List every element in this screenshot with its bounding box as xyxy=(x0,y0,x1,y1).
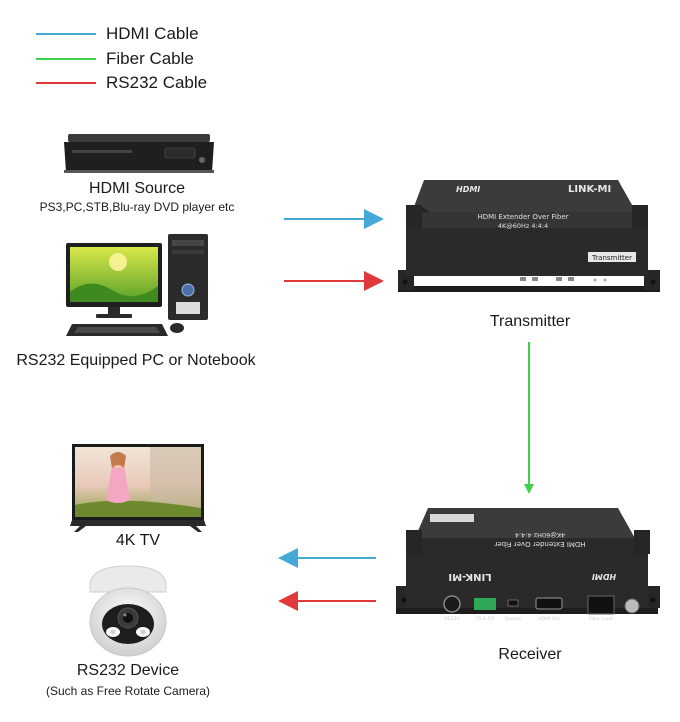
rs232-terminal-port xyxy=(474,598,496,610)
hdmi-source-label: HDMI Source PS3,PC,STB,Blu-ray DVD playe… xyxy=(12,180,262,214)
dc-power-port xyxy=(443,595,461,613)
receiver-product: HDMI Extender Over Fiber xyxy=(494,540,585,548)
transmitter-spec: 4K@60Hz 4:4:4 xyxy=(498,222,548,230)
receiver-brand: LINK-MI xyxy=(448,571,491,582)
receiver-spec: 4K@60Hz 4:4:4 xyxy=(515,531,565,539)
rs232-device-title: RS232 Device xyxy=(76,662,180,679)
transmitter-hdmi-logo: HDMI xyxy=(456,185,480,194)
port-label-dc: DC12V xyxy=(444,616,460,622)
legend-hdmi-label: HDMI Cable xyxy=(106,24,199,43)
rs232-cable-swatch xyxy=(36,82,96,84)
tv-label: 4K TV xyxy=(115,532,161,549)
antenna-port xyxy=(624,598,640,614)
transmitter-caption: Transmitter xyxy=(489,313,571,330)
fiber-arrow-head xyxy=(524,484,534,494)
receiver-caption: Receiver xyxy=(498,646,562,663)
legend-rs232-label: RS232 Cable xyxy=(106,73,208,92)
receiver-hdmi-logo: HDMI xyxy=(592,572,616,581)
rs232-device-subtitle: (Such as Free Rotate Camera) xyxy=(45,684,211,698)
rs232-device-label: RS232 Device (Such as Free Rotate Camera… xyxy=(18,662,238,698)
dvd-player-icon xyxy=(64,134,214,173)
hdmi-source-subtitle: PS3,PC,STB,Blu-ray DVD player etc xyxy=(39,200,235,214)
fiber-input-port xyxy=(587,595,615,615)
legend-fiber: Fiber Cable xyxy=(36,48,194,70)
legend-hdmi: HDMI Cable xyxy=(36,23,199,45)
port-label-fiber: Fiber Input xyxy=(589,616,613,622)
transmitter-tag: Transmitter xyxy=(591,254,632,262)
fiber-cable-swatch xyxy=(36,58,96,60)
hdmi-out-port xyxy=(535,597,563,610)
pc-label: RS232 Equipped PC or Notebook xyxy=(16,352,256,369)
receiver-device: HDMI Extender Over Fiber 4K@60Hz 4:4:4 L… xyxy=(396,508,660,622)
transmitter-device: HDMI LINK-MI HDMI Extender Over Fiber 4K… xyxy=(398,180,660,292)
legend-fiber-label: Fiber Cable xyxy=(106,49,194,68)
port-label-rs232: TX & RX xyxy=(475,616,494,622)
transmitter-product: HDMI Extender Over Fiber xyxy=(477,213,568,221)
port-label-hdmi-out: HDMI Out xyxy=(538,616,560,622)
hdmi-source-title: HDMI Source xyxy=(88,180,186,197)
legend-rs232: RS232 Cable xyxy=(36,72,207,94)
pc-icon xyxy=(66,234,208,336)
update-port xyxy=(507,599,519,607)
camera-icon xyxy=(89,565,167,657)
tv-icon xyxy=(70,444,206,532)
hdmi-cable-swatch xyxy=(36,33,96,35)
transmitter-brand: LINK-MI xyxy=(568,184,611,195)
port-label-update: Update xyxy=(505,616,522,622)
